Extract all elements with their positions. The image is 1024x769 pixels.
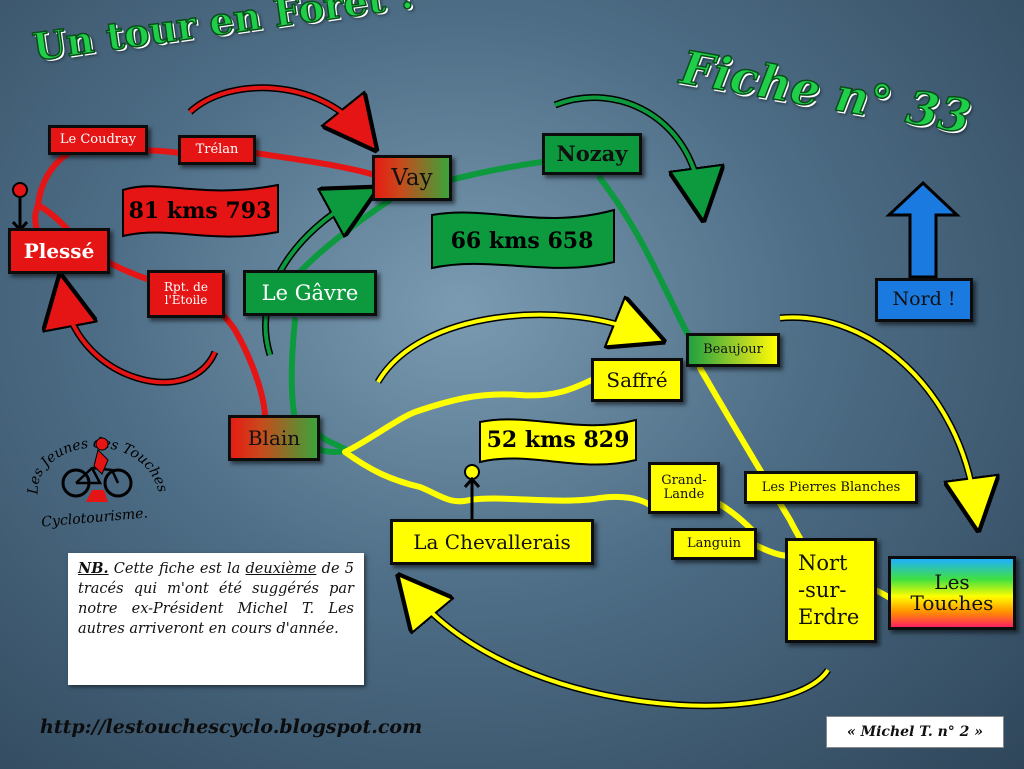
place-nozay: Nozay (542, 133, 642, 175)
place-label: Plessé (23, 238, 95, 263)
signature-box: « Michel T. n° 2 » (826, 716, 1004, 748)
red-route (32, 147, 378, 421)
place-le-gavre: Le Gâvre (243, 270, 377, 316)
place-label: Trélan (195, 142, 239, 158)
place-trelan: Trélan (178, 135, 256, 165)
place-label: Nozay (556, 140, 628, 166)
place-beaujour: Beaujour (686, 333, 780, 367)
north-text: Nord ! (892, 288, 956, 311)
blog-url[interactable]: http://lestouchescyclo.blogspot.com (40, 716, 423, 738)
place-blain: Blain (228, 415, 320, 461)
place-label: l'Etoile (164, 293, 208, 307)
start-marker-chevallerais (463, 464, 481, 522)
place-le-coudray: Le Coudray (48, 125, 148, 155)
place-label: Touches (910, 591, 994, 615)
red-distance: 81 kms 793 (129, 198, 272, 224)
yellow-distance-banner (479, 418, 637, 466)
place-label: Le Coudray (59, 132, 137, 148)
place-label: Blain (247, 425, 301, 450)
signature-text: « Michel T. n° 2 » (846, 724, 984, 740)
note-text: Cette fiche est la (108, 561, 246, 577)
cyclist-icon (61, 437, 133, 502)
green-distance-banner (431, 208, 615, 270)
place-label: Saffré (606, 367, 668, 392)
place-label: Grand- (661, 473, 707, 489)
place-label: Erdre (798, 605, 860, 630)
place-label: Les Pierres Blanches (761, 479, 901, 495)
place-label: Le Gâvre (261, 280, 359, 305)
place-label: Vay (391, 164, 433, 191)
note-nb: NB. (78, 560, 109, 577)
arrow-touches-chevallerais (415, 595, 831, 710)
place-label: Nort (798, 550, 848, 575)
place-vay: Vay (372, 155, 452, 201)
place-label: La Chevallerais (413, 529, 571, 554)
place-label: Languin (687, 536, 741, 552)
place-grand-lande: Grand-Lande (648, 462, 720, 514)
note-box: NB. Cette fiche est la deuxième de 5 tra… (68, 553, 364, 685)
start-marker-plesse (11, 182, 29, 233)
place-saffre: Saffré (591, 358, 683, 402)
green-distance: 66 kms 658 (451, 228, 594, 254)
place-label: Lande (663, 487, 705, 502)
note-text: de 5 tracés qui m'ont été suggérés par n… (78, 561, 354, 637)
note-underline: deuxième (245, 561, 317, 577)
yellow-distance: 52 kms 829 (487, 427, 630, 453)
place-nort-sur-erdre: Nort-sur- Erdre (785, 538, 877, 643)
club-bottom-text: Cyclotourisme. (41, 505, 149, 530)
club-logo: Les Jeunes des Touches Cyclotourisme. (25, 435, 170, 530)
place-label: Les (934, 570, 970, 594)
place-languin: Languin (671, 528, 757, 560)
place-label: Beaujour (703, 342, 763, 358)
red-distance-banner (122, 183, 279, 238)
place-label: -sur- (798, 577, 847, 602)
place-les-pierres-blanches: Les Pierres Blanches (744, 471, 918, 504)
north-arrow-icon (885, 180, 961, 279)
place-la-chevallerais: La Chevallerais (390, 519, 594, 565)
north-label: Nord ! (875, 278, 973, 322)
place-label: Rpt. de (164, 280, 208, 295)
place-plesse: Plessé (8, 228, 110, 274)
